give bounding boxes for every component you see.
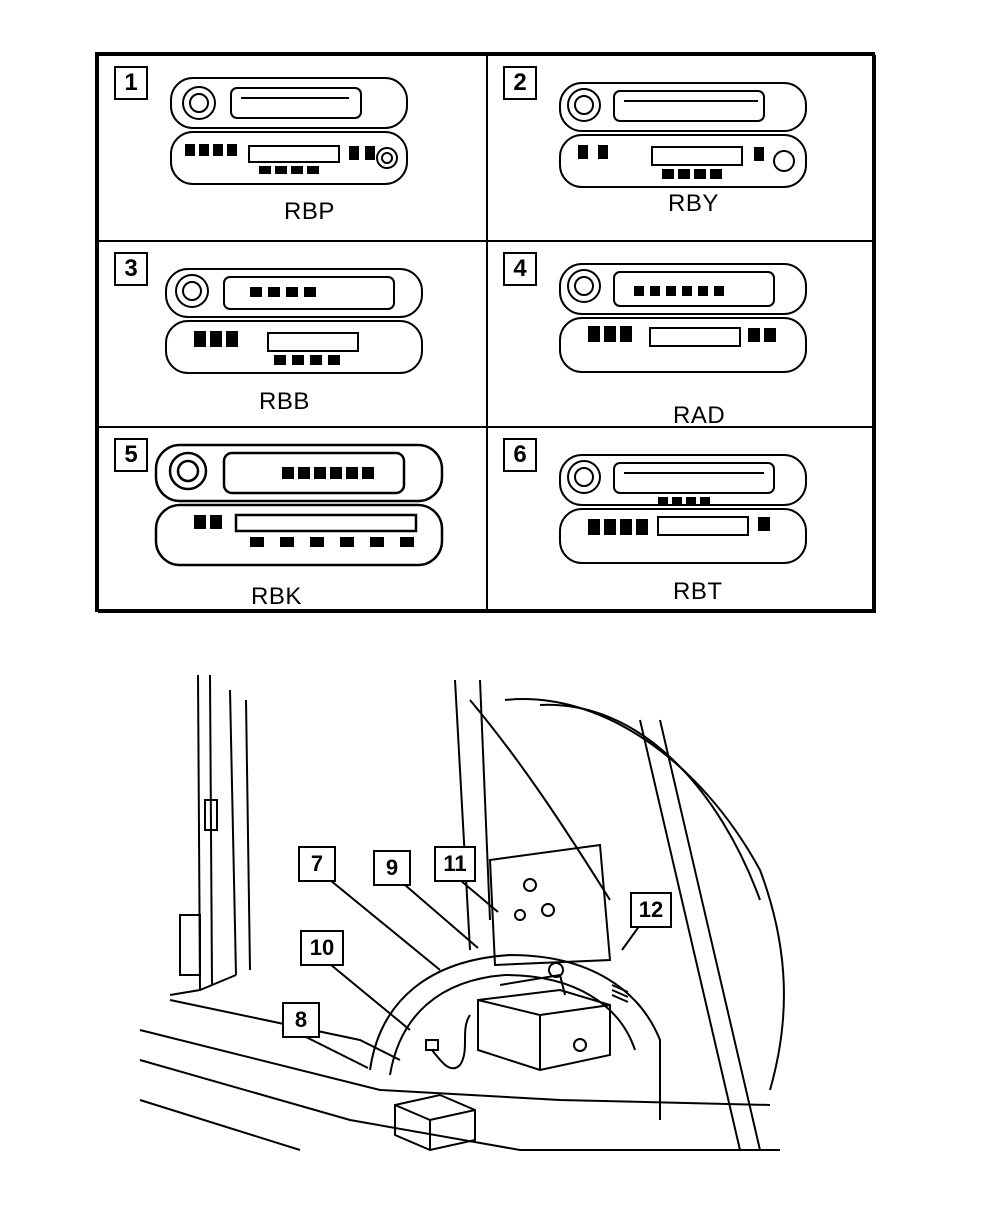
item-number-box: 2 xyxy=(503,66,537,100)
item-number-box: 3 xyxy=(114,252,148,286)
radio-cell-2: 2 RBY xyxy=(487,55,876,241)
radio-unit-illustration xyxy=(559,263,807,373)
item-number-box: 6 xyxy=(503,438,537,472)
callout-9: 9 xyxy=(373,850,411,886)
radio-code-label: RAD xyxy=(673,402,726,429)
item-number-box: 5 xyxy=(114,438,148,472)
radio-cell-6: 6 RBT xyxy=(487,427,876,613)
callout-12: 12 xyxy=(630,892,672,928)
radio-code-label: RBB xyxy=(259,388,310,415)
radio-unit-illustration xyxy=(165,268,423,374)
callout-10: 10 xyxy=(300,930,344,966)
radio-cell-1: 1 RBP xyxy=(98,55,487,241)
item-number-box: 1 xyxy=(114,66,148,100)
radio-code-label: RBP xyxy=(284,198,335,225)
callout-11: 11 xyxy=(434,846,476,882)
item-number-box: 4 xyxy=(503,252,537,286)
radio-unit-illustration xyxy=(559,454,807,564)
radio-unit-illustration xyxy=(154,443,444,567)
radio-unit-illustration xyxy=(559,82,807,188)
radio-code-label: RBT xyxy=(673,578,723,605)
radio-cell-4: 4 RAD xyxy=(487,241,876,429)
radio-code-label: RBK xyxy=(251,583,302,610)
callout-8: 8 xyxy=(282,1002,320,1038)
radio-cell-3: 3 RBB xyxy=(98,241,487,427)
radio-code-label: RBY xyxy=(668,190,719,217)
callout-7: 7 xyxy=(298,846,336,882)
radio-variants-grid: 1 RBP 2 xyxy=(95,52,876,613)
radio-unit-illustration xyxy=(170,77,408,185)
radio-cell-5: 5 RBK xyxy=(98,427,487,613)
